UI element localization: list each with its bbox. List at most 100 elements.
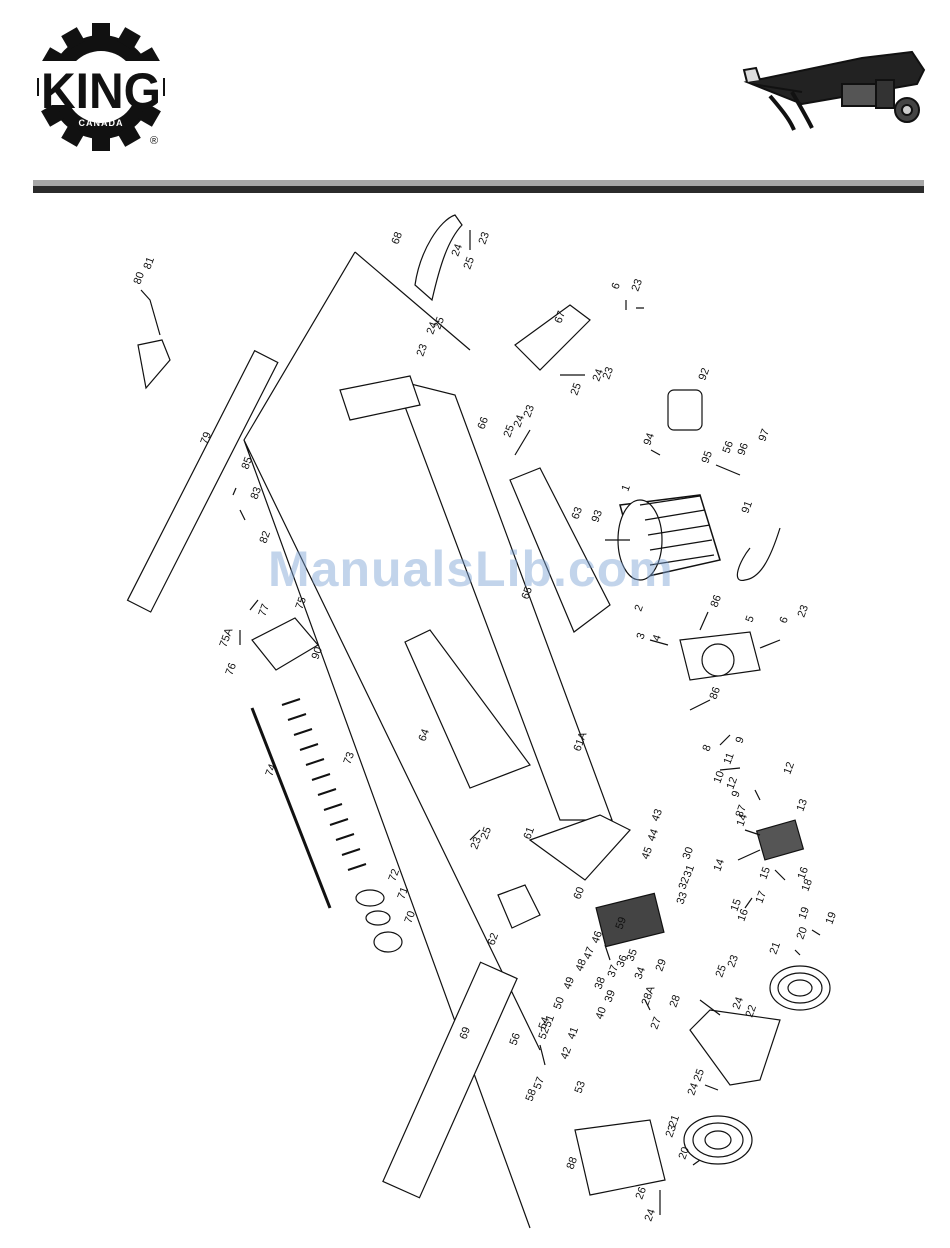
callout-94: 94 xyxy=(642,431,657,447)
callout-10: 10 xyxy=(712,769,727,785)
part-rod xyxy=(250,707,332,909)
callout-97: 97 xyxy=(757,427,772,443)
callout-24: 24 xyxy=(731,995,746,1011)
callout-56: 56 xyxy=(508,1031,523,1047)
callout-24: 24 xyxy=(512,413,527,429)
callout-67: 67 xyxy=(553,309,568,325)
callout-45: 45 xyxy=(640,845,655,861)
callout-75: 75 xyxy=(294,595,309,611)
callout-23: 23 xyxy=(796,603,811,619)
part-capacitor xyxy=(667,389,703,431)
callout-41: 41 xyxy=(566,1025,581,1041)
callout-23: 23 xyxy=(415,342,430,358)
callout-72: 72 xyxy=(387,867,402,883)
callout-21: 21 xyxy=(768,940,783,956)
callout-60: 60 xyxy=(572,885,587,901)
king-canada-logo: KING CANADA ® xyxy=(37,23,165,151)
part-skid xyxy=(574,1119,666,1196)
part-valve-block xyxy=(595,892,665,948)
callout-25: 25 xyxy=(714,963,729,979)
callout-20: 20 xyxy=(677,1145,692,1161)
callout-71: 71 xyxy=(396,885,411,901)
callout-80: 80 xyxy=(132,270,147,286)
callout-24: 24 xyxy=(450,242,465,258)
callout-8: 8 xyxy=(701,743,714,753)
part-plate-61a xyxy=(497,884,541,929)
callout-4: 4 xyxy=(651,633,664,643)
callout-11: 11 xyxy=(722,751,737,766)
callout-39: 39 xyxy=(603,988,618,1004)
callout-23: 23 xyxy=(477,230,492,246)
callout-50: 50 xyxy=(552,995,567,1011)
callout-18: 18 xyxy=(800,877,815,893)
callout-42: 42 xyxy=(559,1045,574,1061)
callout-73: 73 xyxy=(342,750,357,766)
callout-14: 14 xyxy=(712,857,727,873)
callout-24: 24 xyxy=(686,1081,701,1097)
part-main-beam xyxy=(394,379,613,821)
callout-64: 64 xyxy=(417,727,432,743)
part-bracket xyxy=(514,304,591,371)
callout-56: 56 xyxy=(721,439,736,455)
callout-48: 48 xyxy=(574,957,589,973)
callout-79: 79 xyxy=(199,430,214,446)
callout-13: 13 xyxy=(795,797,810,813)
part-spring xyxy=(281,698,367,871)
callout-74: 74 xyxy=(264,762,279,778)
callout-20: 20 xyxy=(795,925,810,941)
part-motor xyxy=(617,494,721,581)
callout-30: 30 xyxy=(681,845,696,861)
part-seal-70 xyxy=(365,910,391,926)
callout-53: 53 xyxy=(573,1079,588,1095)
callout-16: 16 xyxy=(796,865,811,881)
callout-21: 21 xyxy=(667,1113,682,1129)
part-wheel-upper xyxy=(769,965,831,1011)
callout-57: 57 xyxy=(532,1075,547,1091)
part-side-guard xyxy=(509,467,611,633)
callout-22: 22 xyxy=(744,1003,759,1019)
callout-25: 25 xyxy=(432,315,447,331)
callout-23: 23 xyxy=(522,403,537,419)
callout-6: 6 xyxy=(778,615,791,625)
callout-77: 77 xyxy=(257,602,272,618)
callout-23: 23 xyxy=(469,835,484,851)
callout-68: 68 xyxy=(390,230,405,246)
callout-36: 36 xyxy=(615,953,630,969)
callout-52: 52 xyxy=(537,1025,552,1041)
callout-58: 58 xyxy=(524,1087,539,1103)
part-guard-plate xyxy=(404,629,531,789)
callout-92: 92 xyxy=(697,366,712,382)
callout-23: 23 xyxy=(601,365,616,381)
part-wheel-lower xyxy=(683,1115,753,1165)
callout-2: 2 xyxy=(633,603,646,613)
callout-83: 83 xyxy=(249,485,264,501)
callout-35: 35 xyxy=(625,947,640,963)
callout-25: 25 xyxy=(692,1067,707,1083)
callout-75A: 75A xyxy=(218,626,236,649)
callout-3: 3 xyxy=(635,631,648,641)
callout-24: 24 xyxy=(643,1207,658,1223)
callout-62: 62 xyxy=(486,931,501,947)
callout-91: 91 xyxy=(740,499,755,515)
callout-34: 34 xyxy=(633,965,648,981)
callout-46: 46 xyxy=(590,929,605,945)
callout-59: 59 xyxy=(614,915,629,931)
callout-93: 93 xyxy=(590,508,605,524)
logo-wordmark: KING xyxy=(41,63,161,119)
callout-29: 29 xyxy=(654,957,669,973)
callout-28A: 28A xyxy=(640,984,658,1007)
callout-25: 25 xyxy=(502,423,517,439)
callout-66: 66 xyxy=(476,415,491,431)
part-cylinder-upper-end xyxy=(137,339,171,390)
callout-25: 25 xyxy=(462,255,477,271)
part-power-cord xyxy=(736,527,781,581)
callout-82: 82 xyxy=(258,529,273,545)
callout-23: 23 xyxy=(630,277,645,293)
callout-14: 14 xyxy=(735,812,750,828)
callout-26: 26 xyxy=(634,1185,649,1201)
callout-86: 86 xyxy=(708,685,723,701)
callout-54: 54 xyxy=(537,1015,552,1031)
callout-17: 17 xyxy=(754,889,769,905)
